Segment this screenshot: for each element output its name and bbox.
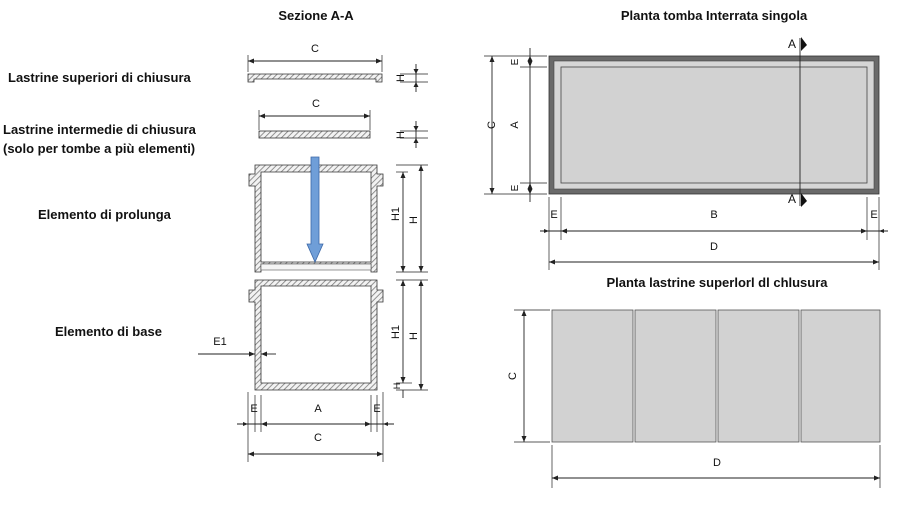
dim-h1-h-base: H1 H H (390, 279, 428, 398)
upper-slab (247, 73, 383, 83)
slab-panel (800, 309, 881, 443)
intermediate-slab (258, 130, 371, 139)
slab-panel (717, 309, 800, 443)
extension-element (248, 164, 384, 273)
dim-c-label: C (312, 98, 320, 110)
label-intermediate-note: (solo per tombe a più elementi) (3, 141, 195, 156)
dim-plan-horizontal: E B E D (540, 197, 888, 270)
dim-e-label: E (550, 209, 557, 221)
dim-e-label: E (373, 403, 380, 415)
plan-tomb-title: Planta tomba Interrata singola (621, 8, 808, 23)
dim-c-bottom: C (248, 432, 383, 457)
dim-d-label: D (710, 241, 718, 253)
label-extension-element: Elemento di prolunga (38, 207, 172, 222)
dim-e-label: E (250, 403, 257, 415)
section-marker-a-top: A (788, 37, 796, 51)
dim-h-label: H (395, 131, 407, 139)
section-marker-arrow-icon (801, 193, 807, 207)
dim-h-label: H (408, 332, 420, 340)
label-intermediate-slabs: Lastrine intermedie di chiusura (3, 122, 197, 137)
dim-h-small-label: H (392, 383, 402, 390)
dim-h1-label: H1 (390, 207, 402, 221)
plan-tomb: A A (548, 37, 880, 207)
dim-e1-label: E1 (213, 336, 226, 348)
label-base-element: Elemento di base (55, 324, 162, 339)
dim-c-label: C (314, 432, 322, 444)
dim-c-intermediate: C (258, 98, 371, 130)
label-upper-slabs: Lastrine superiori di chiusura (8, 70, 192, 85)
dim-d-label: D (713, 457, 721, 469)
section-marker-a-bottom: A (788, 192, 796, 206)
dim-h-intermediate: H (395, 121, 428, 148)
section-title: Sezione A-A (278, 8, 354, 23)
dim-slabs-horizontal: D (551, 445, 881, 488)
dim-e-label: E (510, 184, 521, 191)
dim-c-label: C (311, 43, 319, 55)
dim-e-label: E (510, 58, 521, 65)
dim-h1-label: H1 (390, 325, 402, 339)
dim-c-label: C (486, 121, 498, 129)
dim-e1: E1 (198, 336, 276, 357)
dim-h-label: H (395, 74, 407, 82)
insertion-arrow-icon (306, 156, 324, 263)
slab-panel (634, 309, 717, 443)
dim-c-upper: C (247, 43, 383, 72)
dim-c-label: C (507, 372, 519, 380)
dim-h1-h-extension: H1 H (390, 164, 428, 273)
dim-h-upper: H (395, 64, 428, 92)
section-marker-arrow-icon (801, 37, 807, 51)
slab-panel (551, 309, 634, 443)
dim-e-a-e-section: E A E (237, 392, 394, 462)
dim-e-label: E (870, 209, 877, 221)
dim-a-label: A (509, 121, 521, 129)
base-element (248, 279, 384, 391)
dim-b-label: B (710, 209, 717, 221)
plan-slabs-title: Planta lastrine superlorl dl chlusura (606, 275, 828, 290)
dim-plan-vertical: C A E E (484, 48, 547, 202)
dim-h-label: H (408, 216, 420, 224)
dim-slabs-vertical: C (507, 309, 550, 443)
plan-slabs (551, 309, 881, 443)
dim-a-label: A (314, 403, 322, 415)
